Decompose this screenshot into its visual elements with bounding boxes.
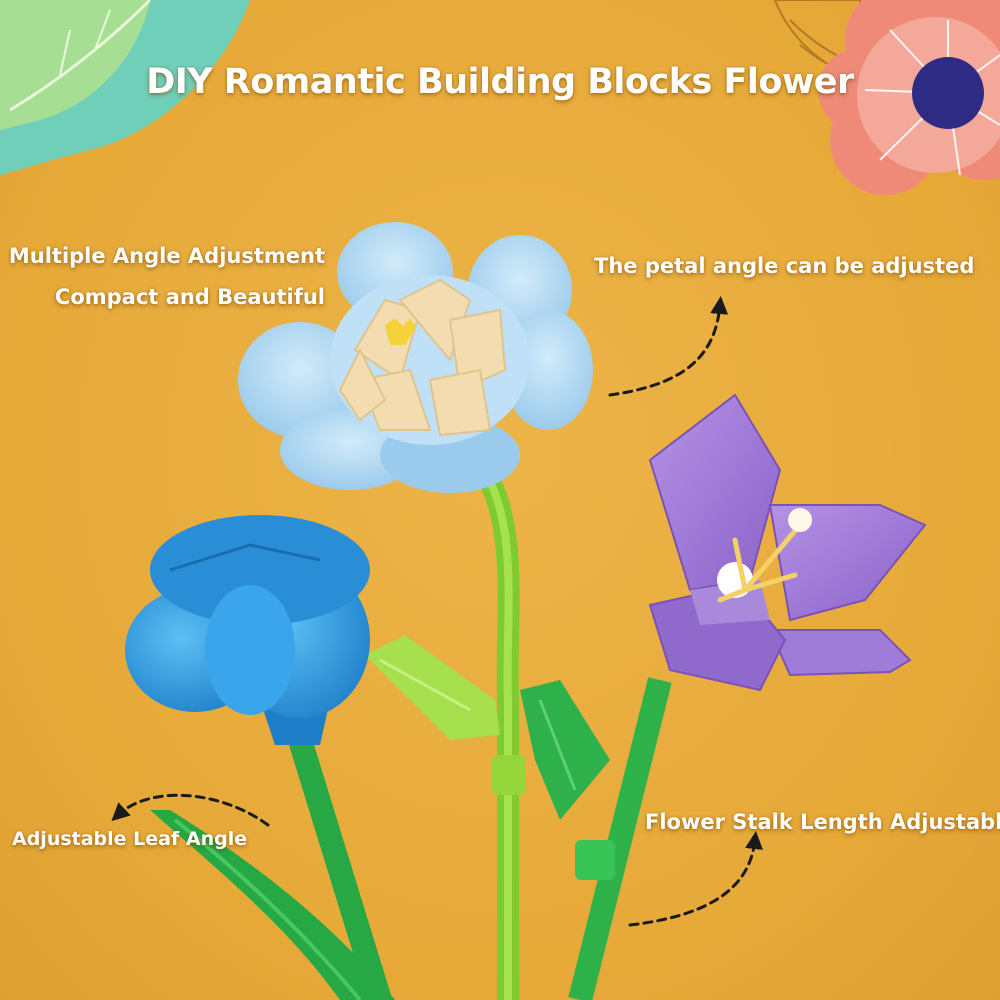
dashed-arrow-icon bbox=[608, 296, 729, 397]
callout-leaf: Adjustable Leaf Angle bbox=[12, 828, 248, 850]
lily-flower bbox=[648, 393, 927, 692]
callout-angle-line2: Compact and Beautiful bbox=[54, 285, 325, 309]
stems bbox=[288, 464, 672, 1000]
callout-angle: Multiple Angle Adjustment Compact and Be… bbox=[9, 236, 325, 318]
callout-stalk: Flower Stalk Length Adjustable bbox=[645, 810, 1000, 834]
decorative-leaf-icon bbox=[0, 0, 250, 175]
callout-petal: The petal angle can be adjusted bbox=[594, 254, 975, 278]
dashed-arrow-icon bbox=[111, 793, 270, 827]
tulip-flower bbox=[125, 515, 370, 745]
dashed-arrow-icon bbox=[628, 831, 763, 927]
page-title: DIY Romantic Building Blocks Flower bbox=[146, 62, 854, 102]
leaves bbox=[150, 635, 610, 1000]
callout-angle-line1: Multiple Angle Adjustment bbox=[8, 244, 325, 268]
peony-flower bbox=[238, 222, 593, 493]
decorative-flower-icon bbox=[773, 0, 1000, 195]
